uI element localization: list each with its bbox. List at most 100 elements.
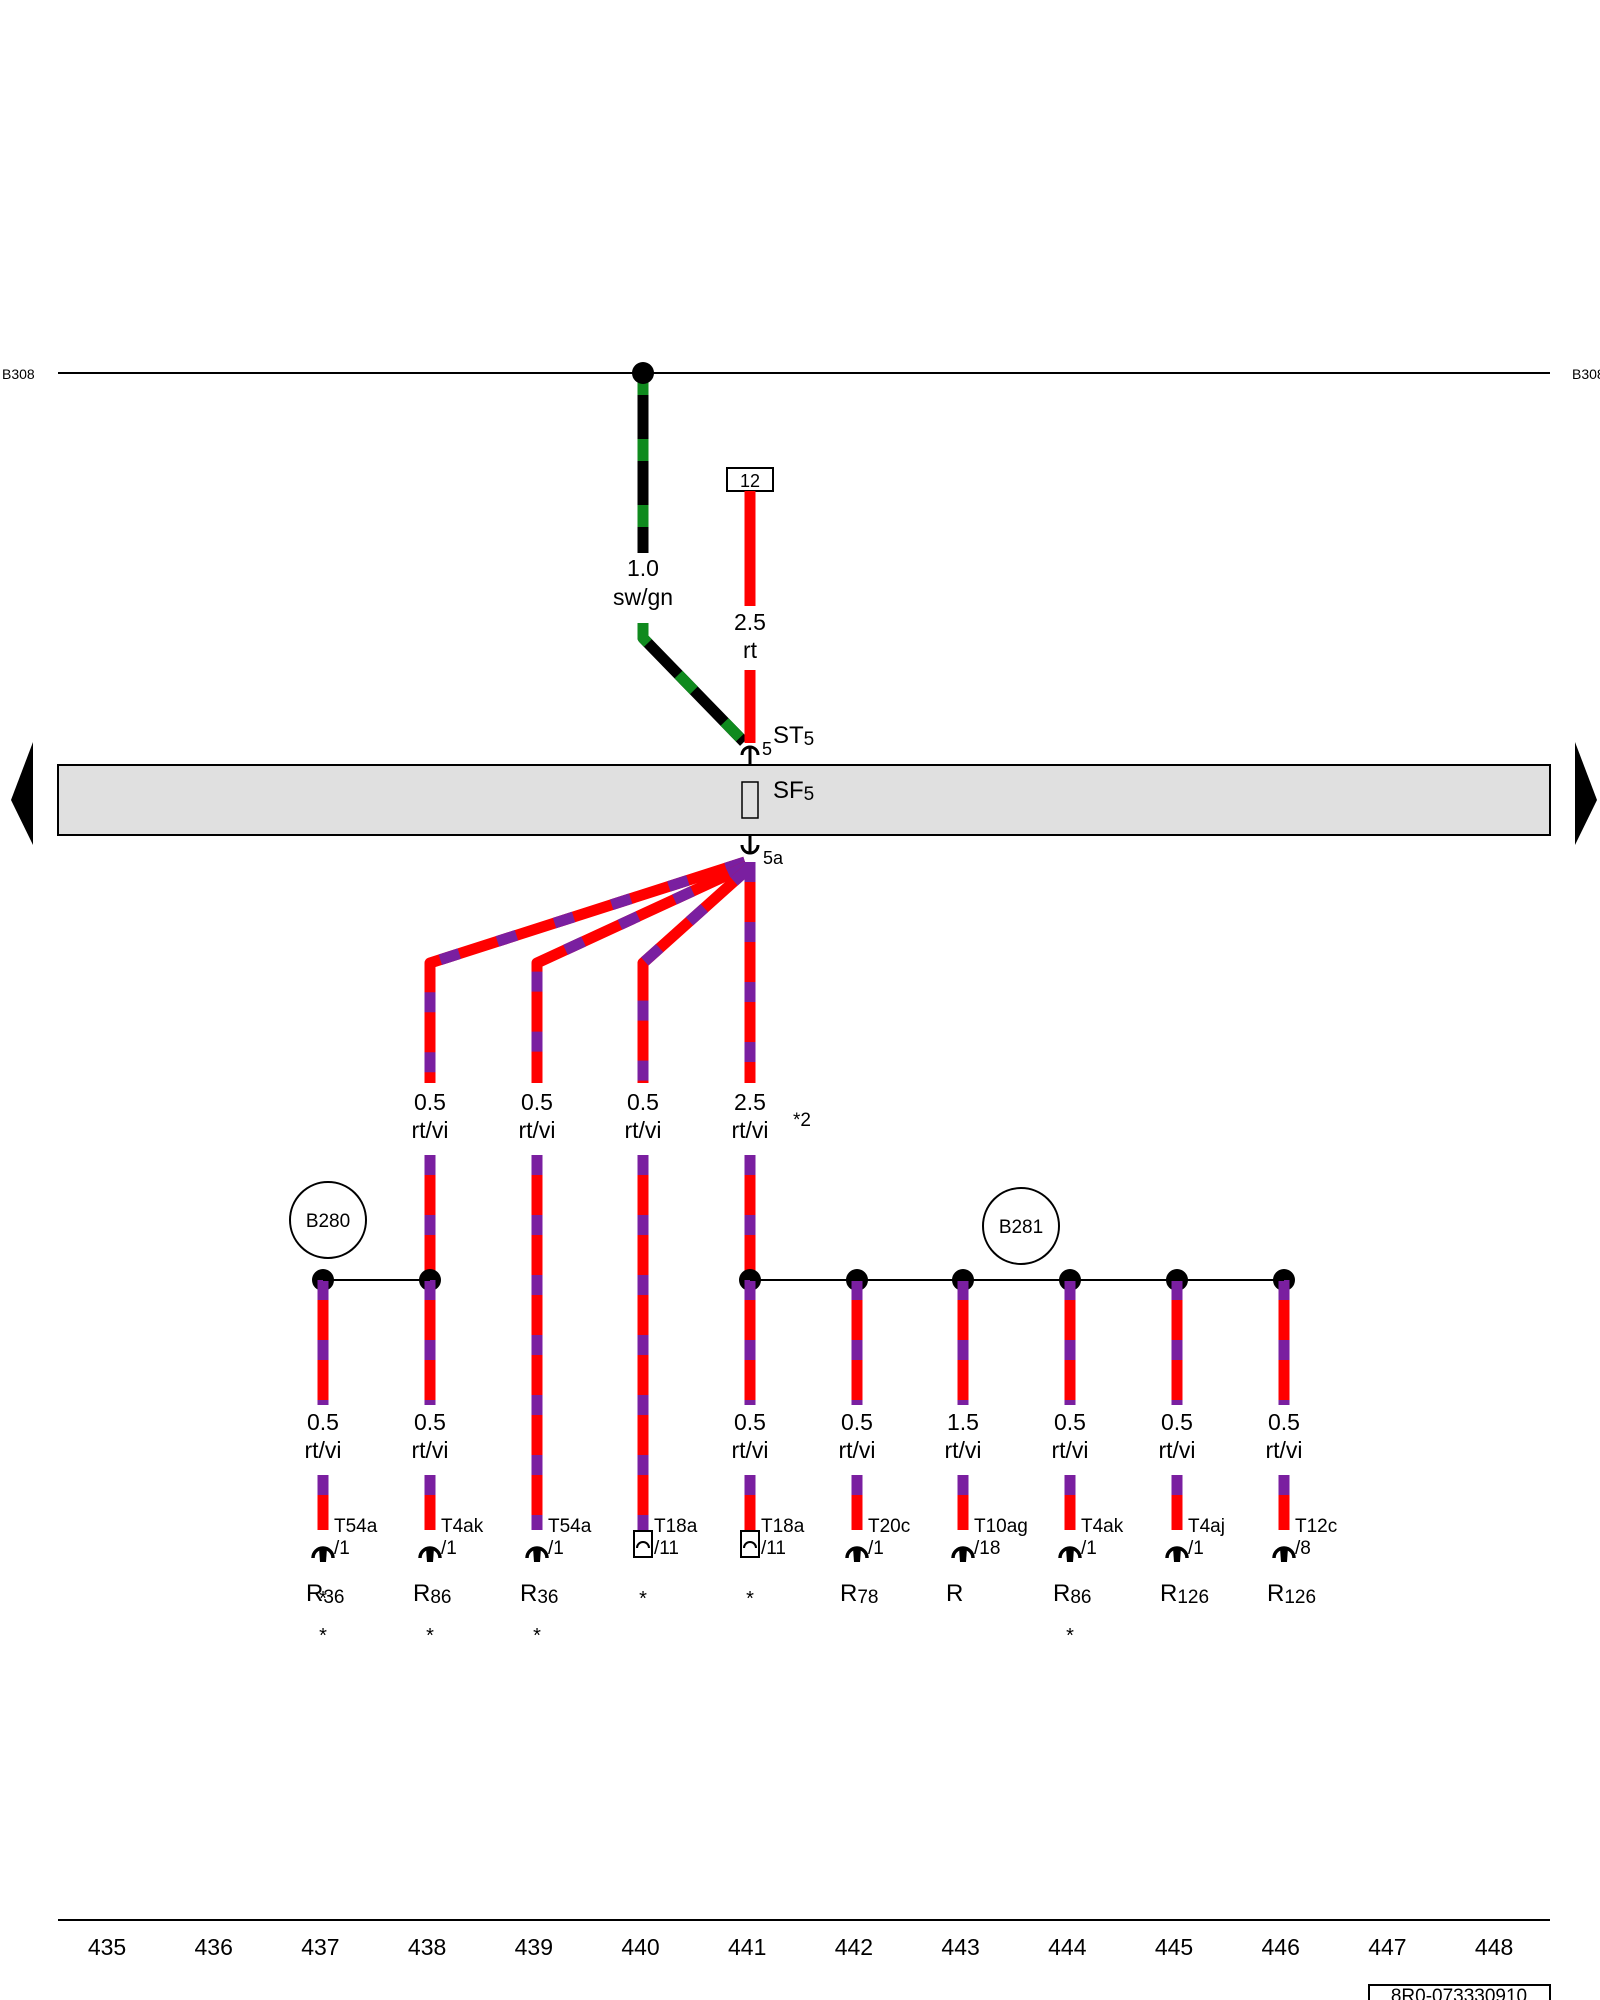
connector-pin-tip-icon	[426, 1548, 434, 1562]
connector-pin-tip-icon	[319, 1548, 327, 1562]
wire-sw-gn-lower	[637, 623, 748, 746]
connector-box-icon	[740, 1530, 760, 1558]
branch-color: rt/vi	[304, 1437, 341, 1463]
connector-pin: /1	[1188, 1538, 1204, 1559]
connector-pin: /8	[1295, 1538, 1311, 1559]
wire-gauge-top-rt: 2.5	[734, 609, 766, 635]
fuse-band	[57, 764, 1551, 836]
branches: 0.5rt/viT54a/1R36**0.5rt/viT4ak/1R86*T54…	[304, 1409, 1337, 1647]
wire-gauge-top-sw-gn: 1.0	[627, 555, 659, 581]
fuse-band-right-arrow	[1575, 742, 1597, 845]
mid-gauge-1: 0.5	[414, 1089, 446, 1115]
branch-color: rt/vi	[411, 1437, 448, 1463]
bus-label-left: B308	[2, 366, 35, 382]
fuse-pin-in: 5	[762, 739, 772, 759]
star-note-below: *	[426, 1625, 434, 1647]
column-number: 447	[1368, 1934, 1406, 1960]
branch-color: rt/vi	[731, 1437, 768, 1463]
star-note: *	[319, 1588, 327, 1610]
mid-gauge-3: 0.5	[627, 1089, 659, 1115]
branch-color: rt/vi	[1158, 1437, 1195, 1463]
branch-gauge: 0.5	[734, 1409, 766, 1435]
mid-color-2: rt/vi	[518, 1117, 555, 1143]
fuse-st-label: ST5	[773, 722, 814, 750]
star-note: *	[746, 1588, 754, 1610]
component-label: R126	[1160, 1580, 1209, 1608]
connector-label: T4aj	[1188, 1516, 1225, 1537]
bus-label-right: B308	[1572, 366, 1600, 382]
connector-pin-tip-icon	[853, 1548, 861, 1562]
wires	[312, 362, 1295, 1530]
branch-gauge: 1.5	[947, 1409, 979, 1435]
mid-gauge-4: 2.5	[734, 1089, 766, 1115]
component-label: R126	[1267, 1580, 1316, 1608]
column-number: 446	[1262, 1934, 1300, 1960]
connector-pin: /1	[868, 1538, 884, 1559]
connector-label: T4ak	[441, 1516, 484, 1537]
connector-label: T18a	[654, 1516, 698, 1537]
star-note: *	[639, 1588, 647, 1610]
column-number: 437	[301, 1934, 339, 1960]
source-box-label: 12	[740, 471, 760, 491]
connector-label: T54a	[548, 1516, 592, 1537]
connector-label: T4ak	[1081, 1516, 1124, 1537]
mid-wire-3	[637, 863, 753, 1083]
fuse-sf-label: SF5	[773, 777, 814, 805]
component-label: R86	[413, 1580, 451, 1608]
connector-label: T54a	[334, 1516, 378, 1537]
mid-color-3: rt/vi	[624, 1117, 661, 1143]
branch-color: rt/vi	[838, 1437, 875, 1463]
branch-gauge: 0.5	[414, 1409, 446, 1435]
connector-label: T10ag	[974, 1516, 1028, 1537]
fuse-pin-out: 5a	[763, 848, 784, 868]
connector-pin: /11	[761, 1538, 786, 1559]
branch-gauge: 0.5	[1268, 1409, 1300, 1435]
column-number: 441	[728, 1934, 766, 1960]
mid-wire-1	[424, 856, 747, 1083]
mid-color-4: rt/vi	[731, 1117, 768, 1143]
column-number: 445	[1155, 1934, 1193, 1960]
connector-arc-icon	[636, 1541, 650, 1549]
component-label: R86	[1053, 1580, 1091, 1608]
component-label: R36	[306, 1580, 344, 1608]
mid-wire-2	[531, 861, 750, 1083]
splice-b281-circle	[982, 1187, 1060, 1265]
star-note-below: *	[1066, 1625, 1074, 1647]
column-number: 440	[621, 1934, 659, 1960]
branch-gauge: 0.5	[1161, 1409, 1193, 1435]
column-number: 442	[835, 1934, 873, 1960]
splice-b281-label: B281	[999, 1217, 1043, 1238]
fuse-symbol	[741, 781, 759, 819]
column-number: 439	[515, 1934, 553, 1960]
column-number: 436	[195, 1934, 233, 1960]
component-label: R	[946, 1580, 963, 1607]
branch: T18a/11*	[633, 1516, 698, 1610]
connector-pin: /18	[974, 1538, 1000, 1559]
branch-gauge: 0.5	[307, 1409, 339, 1435]
component-label: R78	[840, 1580, 878, 1608]
connector-pin-tip-icon	[1173, 1548, 1181, 1562]
component-label: R36	[520, 1580, 558, 1608]
column-number: 438	[408, 1934, 446, 1960]
bus-junction-dot	[632, 362, 654, 384]
splice-b280-circle	[289, 1181, 367, 1259]
column-number: 435	[88, 1934, 126, 1960]
branch-color: rt/vi	[944, 1437, 981, 1463]
doc-id: 8R0-073330910	[1391, 1986, 1527, 2000]
splice-b280-label: B280	[306, 1211, 350, 1232]
star-note-below: *	[319, 1625, 327, 1647]
mid-note-4: *2	[793, 1110, 811, 1131]
connector-label: T18a	[761, 1516, 805, 1537]
connector-pin-tip-icon	[533, 1548, 541, 1562]
column-number: 443	[941, 1934, 979, 1960]
connector-pin: /1	[548, 1538, 564, 1559]
